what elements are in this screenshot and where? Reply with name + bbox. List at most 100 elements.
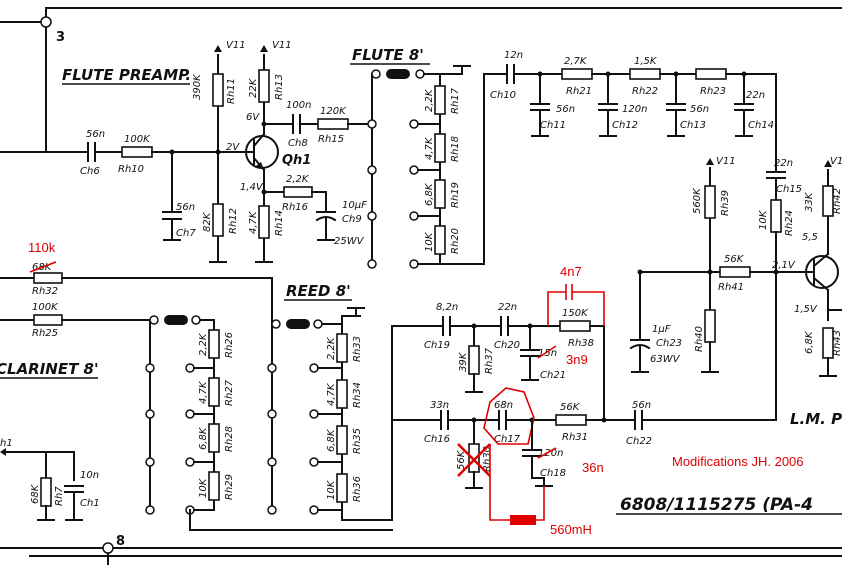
rh38-value: 150K: [562, 308, 589, 319]
part-number: 6808/1115275 (PA-4: [620, 495, 813, 515]
ch23-value: 1µF: [652, 324, 671, 335]
ch18-value: 120n: [538, 448, 563, 459]
resistor-rh12: [212, 203, 224, 237]
rh41-ref: Rh41: [718, 282, 744, 293]
resistor-rh25: [33, 314, 63, 326]
rh22-value: 1,5K: [634, 56, 658, 67]
resistor-rh24: [770, 199, 782, 233]
ch23-ref: Ch23: [656, 338, 682, 349]
ch14-ref: Ch14: [748, 120, 774, 131]
ch9-ref: Ch9: [342, 214, 362, 225]
ch11-value: 56n: [556, 104, 575, 115]
rh33-ref: Rh33: [352, 336, 363, 362]
resistor-rh23: [695, 68, 727, 80]
rh43-value: 6,8K: [804, 330, 815, 354]
resistor-rh16: [283, 186, 313, 198]
ch21-value: 15n: [538, 348, 557, 359]
ch19-ref: Ch19: [424, 340, 450, 351]
pin-8-node: [102, 542, 114, 554]
rh11-value: 390K: [192, 73, 203, 100]
resistor-rh36: [336, 473, 348, 503]
rh30-value: 56K: [456, 449, 467, 470]
ch22-ref: Ch22: [626, 436, 652, 447]
rh24-ref: Rh24: [784, 210, 795, 236]
rh35-ref: Rh35: [352, 428, 363, 454]
resistor-rh35: [336, 425, 348, 455]
resistor-rh14: [258, 205, 270, 239]
voltage-2v: 2V: [226, 142, 240, 153]
rh12-ref: Rh12: [228, 208, 239, 234]
pin-3-node: [40, 16, 52, 28]
resistor-rh29: [208, 471, 220, 501]
ch17-ref: Ch17: [494, 434, 521, 445]
ch12-ref: Ch12: [612, 120, 638, 131]
voltage-6v: 6V: [246, 112, 260, 123]
mod-ch18-value: 36n: [582, 460, 604, 475]
rh14-value: 4,7K: [248, 210, 259, 234]
resistor-rh18: [434, 133, 446, 163]
resistor-rh34: [336, 379, 348, 409]
resistor-rh42: [822, 185, 834, 217]
mod-ch21-value: 3n9: [566, 352, 588, 367]
rh13-value: 22K: [248, 77, 259, 98]
ch14-value: 22n: [746, 90, 765, 101]
reed-8-title: REED 8': [286, 282, 351, 300]
voltage-1-4v: 1,4V: [240, 182, 264, 193]
rh17-value: 2,2K: [424, 88, 435, 112]
ch6-value: 56n: [86, 129, 105, 140]
ch7-ref: Ch7: [176, 228, 196, 239]
rh39-ref: Rh39: [720, 190, 731, 216]
ch9-rating: 25WV: [334, 236, 365, 247]
ch8-value: 100n: [286, 100, 311, 111]
rh15-value: 120K: [320, 106, 347, 117]
flute-preamp-title: FLUTE PREAMP.: [62, 66, 191, 84]
rh20-ref: Rh20: [450, 228, 461, 254]
rh30-ref: Rh30: [482, 446, 493, 472]
resistor-rh22: [629, 68, 661, 80]
ch15-value: 22n: [774, 158, 793, 169]
pin-8-label: 8: [116, 534, 125, 549]
switch-clarinet: [149, 315, 201, 325]
rh28-value: 6,8K: [198, 426, 209, 450]
rh18-value: 4,7K: [424, 136, 435, 160]
rh20-value: 10K: [424, 231, 435, 252]
rh25-ref: Rh25: [32, 328, 58, 339]
switch-flute: [371, 69, 425, 79]
ch7-value: 56n: [176, 202, 195, 213]
v11-partial: V1: [830, 156, 842, 167]
rh34-ref: Rh34: [352, 382, 363, 408]
rh31-ref: Rh31: [562, 432, 588, 443]
rh10-value: 100K: [124, 134, 151, 145]
voltage-2-1v: 2,1V: [772, 260, 796, 271]
transistor-qh1: [239, 132, 279, 172]
rh32-strike: [29, 261, 57, 273]
ch19-value: 8,2n: [436, 302, 458, 313]
h1-partial-ref: h1: [0, 438, 13, 449]
bus-wires: [0, 7, 842, 565]
rh18-ref: Rh18: [450, 136, 461, 162]
resistor-rh38: [559, 320, 591, 332]
rh17-ref: Rh17: [450, 87, 461, 114]
resistor-rh26: [208, 329, 220, 359]
rh26-ref: Rh26: [224, 332, 235, 358]
resistor-rh41: [719, 266, 751, 278]
rh41-value: 56K: [724, 254, 745, 265]
rh23-ref: Rh23: [700, 86, 726, 97]
rh21-value: 2,7K: [564, 56, 588, 67]
resistor-rh7: [40, 477, 52, 507]
resistor-rh27: [208, 377, 220, 407]
rh36-value: 10K: [326, 479, 337, 500]
mod-rh38-cap: 4n7: [560, 264, 582, 279]
ch21-ref: Ch21: [540, 370, 566, 381]
ch10-value: 12n: [504, 50, 523, 61]
ch20-value: 22n: [498, 302, 517, 313]
rh29-ref: Rh29: [224, 474, 235, 500]
resistor-rh19: [434, 179, 446, 209]
resistor-rh17: [434, 85, 446, 115]
rh37-ref: Rh37: [484, 347, 495, 374]
rh33-value: 2,2K: [326, 336, 337, 360]
resistor-rh10: [121, 146, 153, 158]
ch12-value: 120n: [622, 104, 647, 115]
